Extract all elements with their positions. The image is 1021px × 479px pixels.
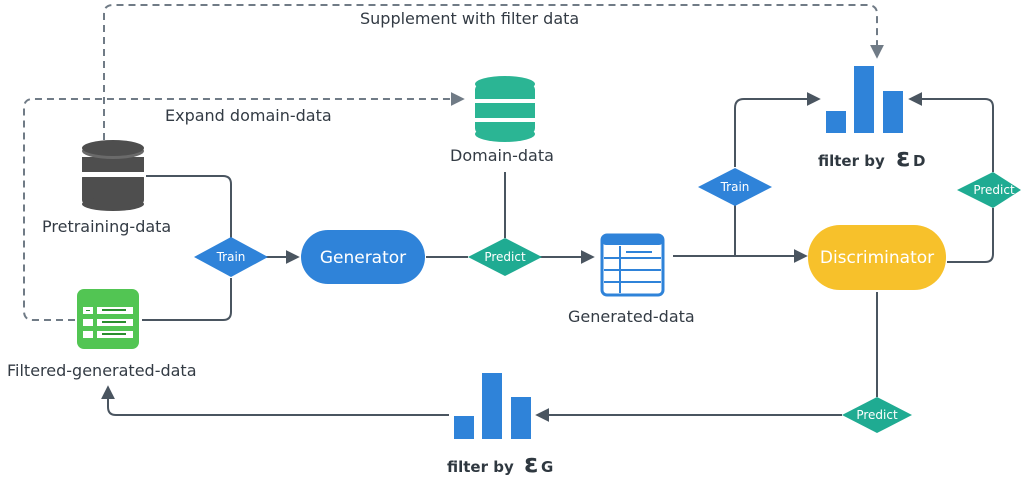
- train-diamond-1: Train: [194, 237, 268, 277]
- domain-label: Domain-data: [450, 146, 554, 165]
- supplement-label: Supplement with filter data: [360, 9, 579, 28]
- train-label-2: Train: [720, 180, 750, 194]
- train-label-1: Train: [216, 250, 246, 264]
- predict-diamond-3: Predict: [842, 397, 912, 433]
- filter-g-epsilon: ε: [524, 449, 538, 479]
- filter-g-bar-chart-icon: [454, 373, 531, 439]
- predict-label-2: Predict: [973, 183, 1015, 197]
- discriminator-node: Discriminator: [808, 225, 946, 290]
- predict-diamond-2: Predict: [957, 172, 1021, 208]
- filter-d-prefix: filter by: [818, 152, 885, 170]
- pretraining-label: Pretraining-data: [42, 217, 171, 236]
- filter-d-subscript: D: [913, 152, 925, 170]
- predict-label-1: Predict: [484, 250, 526, 264]
- expand-edge: [23, 92, 465, 321]
- filter-g-subscript: G: [541, 458, 553, 476]
- train-diamond-2: Train: [698, 168, 772, 206]
- generated-label: Generated-data: [568, 307, 695, 326]
- pretraining-database-icon: [82, 140, 144, 211]
- predict-diamond-1: Predict: [468, 238, 542, 276]
- predict-label-3: Predict: [856, 408, 898, 422]
- supplement-edge: [103, 4, 884, 140]
- filter-d-label: filter by ε D: [818, 143, 925, 173]
- domain-database-icon: [475, 76, 535, 142]
- expand-label: Expand domain-data: [165, 106, 332, 125]
- solid-edges: [101, 92, 994, 422]
- filtered-label: Filtered-generated-data: [7, 361, 197, 380]
- filter-g-prefix: filter by: [447, 458, 514, 476]
- filtered-data-icon: [77, 289, 139, 349]
- filter-d-epsilon: ε: [896, 143, 910, 173]
- generated-data-icon: [600, 233, 665, 297]
- discriminator-label: Discriminator: [820, 248, 934, 268]
- filter-g-label: filter by ε G: [447, 449, 553, 479]
- generator-node: Generator: [301, 230, 425, 284]
- generator-label: Generator: [320, 248, 406, 268]
- filter-d-bar-chart-icon: [826, 66, 903, 133]
